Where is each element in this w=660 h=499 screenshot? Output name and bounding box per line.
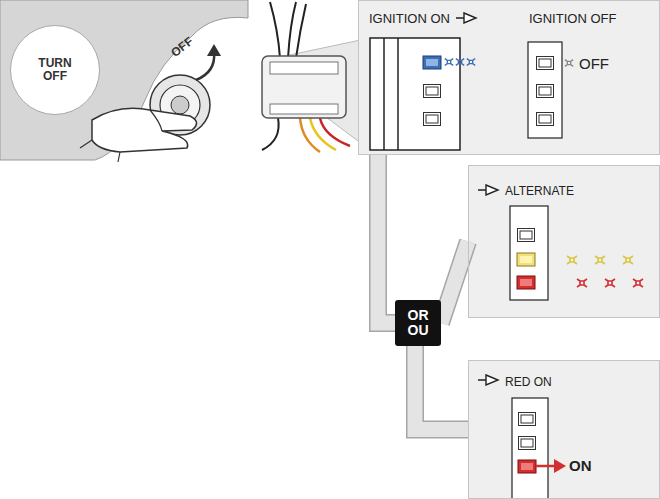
state-title: IGNITION ON bbox=[369, 11, 450, 26]
connector-band bbox=[415, 346, 468, 430]
box-text: OR OU bbox=[404, 308, 432, 337]
mode-title: ALTERNATE bbox=[505, 184, 574, 198]
connector-band bbox=[378, 155, 395, 323]
mode-title: RED ON bbox=[505, 375, 552, 389]
red-on-panel: RED ON ON bbox=[468, 360, 660, 499]
turn-off-badge: TURN OFF bbox=[10, 25, 100, 115]
box-text: TURN OFF bbox=[28, 57, 82, 83]
state-label: ON bbox=[569, 457, 592, 474]
state-title: IGNITION OFF bbox=[529, 11, 616, 26]
alternate-panel: ALTERNATE bbox=[468, 165, 660, 318]
key-position-label: OFF bbox=[168, 34, 196, 60]
ignition-panel: IGNITION ON IGNITION OFF OFF bbox=[358, 0, 660, 155]
connector-band bbox=[441, 242, 468, 324]
or-box: OR OU bbox=[395, 300, 441, 346]
state-label: OFF bbox=[579, 55, 609, 72]
